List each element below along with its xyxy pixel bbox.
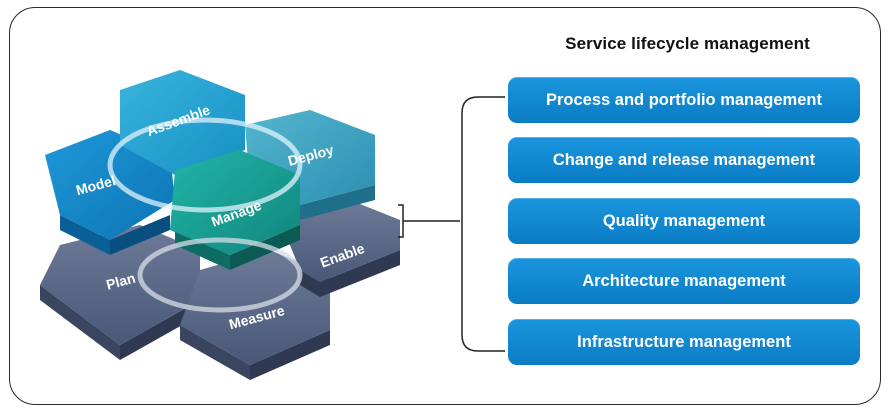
item-change-release: Change and release management (508, 137, 860, 183)
diagram-title: Service lifecycle management (565, 34, 810, 53)
upper-cycle-ring (107, 117, 303, 213)
item-quality: Quality management (508, 198, 860, 244)
item-process-portfolio: Process and portfolio management (508, 77, 860, 123)
hex-plan (40, 225, 200, 360)
label-plan: Plan (104, 270, 137, 293)
lower-cycle-ring (137, 237, 303, 313)
item-architecture: Architecture management (508, 258, 860, 304)
large-bracket (461, 96, 505, 352)
hex-enable (280, 200, 400, 297)
item-infrastructure: Infrastructure management (508, 319, 860, 365)
hex-model (45, 130, 175, 255)
